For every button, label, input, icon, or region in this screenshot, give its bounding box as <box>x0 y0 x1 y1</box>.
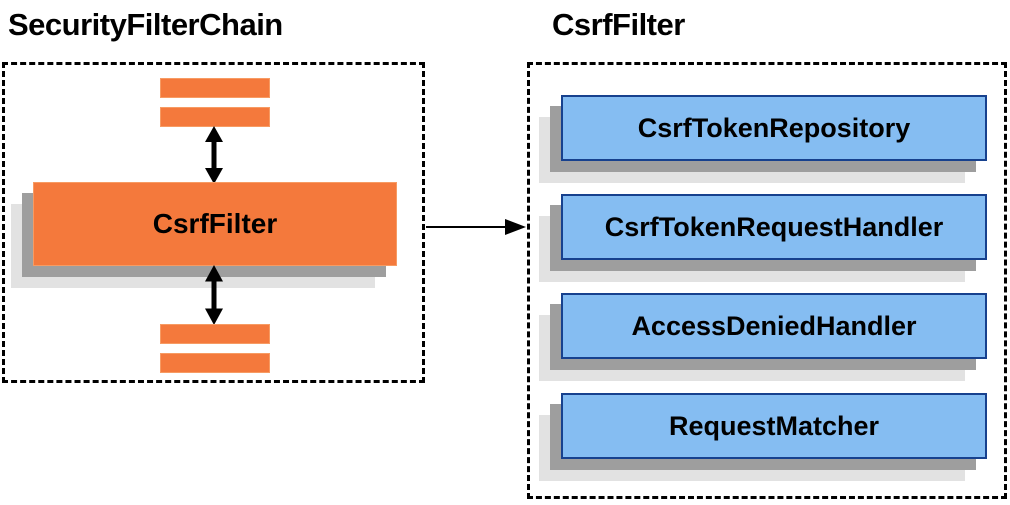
generic-filter-bar <box>160 324 270 344</box>
security-filter-chain-container <box>2 62 425 383</box>
access-denied-handler-box: AccessDeniedHandler <box>561 293 987 359</box>
access-denied-handler-label: AccessDeniedHandler <box>631 310 917 341</box>
csrf-token-request-handler-box: CsrfTokenRequestHandler <box>561 194 987 260</box>
request-matcher-box: RequestMatcher <box>561 393 987 459</box>
csrf-filter-box-label: CsrfFilter <box>152 208 278 239</box>
generic-filter-bar <box>160 107 270 127</box>
csrf-filter-container <box>527 62 1007 499</box>
csrf-filter-box: CsrfFilter <box>33 182 397 266</box>
double-headed-arrow-icon <box>205 265 223 325</box>
double-headed-arrow-icon <box>205 126 223 184</box>
request-matcher-label: RequestMatcher <box>668 410 880 441</box>
csrf-token-repository-label: CsrfTokenRepository <box>637 112 911 143</box>
csrf-token-request-handler-label: CsrfTokenRequestHandler <box>604 211 944 242</box>
right-arrow-icon <box>426 219 526 235</box>
generic-filter-bar <box>160 78 270 98</box>
csrf-token-repository-box: CsrfTokenRepository <box>561 95 987 161</box>
security-filter-chain-title: SecurityFilterChain <box>8 7 283 42</box>
generic-filter-bar <box>160 353 270 373</box>
csrf-filter-title: CsrfFilter <box>552 7 685 42</box>
